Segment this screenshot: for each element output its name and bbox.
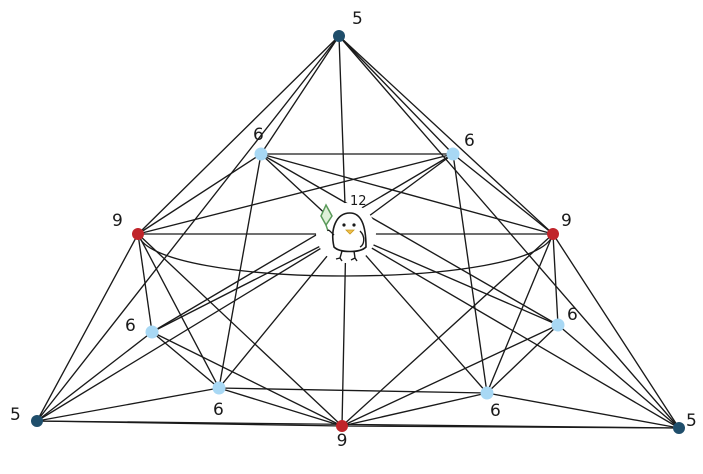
node-label-lower-right: 6 [490, 401, 501, 421]
edge-bottom-mid-right-lower [341, 324, 559, 427]
node-label-lower-left: 6 [213, 400, 224, 420]
bird-foot-left [335, 250, 343, 262]
edge-lower-left-lower-right [218, 387, 488, 394]
edge-right-lower-lower-right [486, 324, 559, 394]
edge-bottom-mid-lower-left [218, 387, 343, 427]
edge-right-mid-right-lower [552, 233, 559, 326]
node-lower-right [480, 386, 494, 400]
edge-top-center [338, 35, 347, 234]
bird-arm [327, 229, 335, 236]
node-left-lower [145, 325, 159, 339]
edge-bottom-mid-lower-right [341, 392, 488, 427]
edge-left-mid-upper-left [137, 153, 262, 235]
edge-left-mid-lower-left [137, 233, 220, 389]
edge-right-lower-center [345, 232, 559, 326]
node-upper-right [446, 147, 460, 161]
edge-left-mid-left-lower [137, 233, 153, 333]
edge-bottom-left-center [36, 232, 347, 422]
edge-bottom-left-left-lower [36, 331, 153, 422]
edge-top-left-mid [137, 35, 340, 235]
edge-left-lower-center [151, 232, 347, 333]
node-label-upper-right: 6 [464, 131, 475, 151]
edge-lower-right-center [345, 232, 488, 394]
bird-icon [316, 203, 376, 263]
edge-right-mid-upper-right [452, 153, 554, 235]
edge-top-upper-right [338, 35, 454, 155]
edge-bottom-left-bottom-mid [36, 420, 343, 427]
edge-left-mid-upper-right [137, 153, 454, 235]
edge-left-mid-bottom-mid [137, 233, 343, 427]
bird-eye-left [342, 223, 346, 227]
node-label-bottom-left: 5 [10, 405, 21, 425]
node-label-left-lower: 6 [125, 316, 136, 336]
node-label-bottom-mid: 9 [337, 431, 348, 451]
node-label-right-lower: 6 [567, 305, 578, 325]
edge-bottom-mid-left-lower [151, 331, 343, 427]
edge-right-mid-lower-right [486, 233, 554, 394]
edge-right-mid-upper-left [260, 153, 554, 235]
edge-bottom-left-left-mid [36, 233, 139, 422]
edge-bottom-right-right-lower [557, 324, 680, 429]
node-left-mid [132, 228, 144, 240]
nodes [31, 30, 685, 434]
edge-top-upper-left [260, 35, 340, 155]
edge-upper-right-left-lower [151, 153, 454, 333]
edge-bottom-right-lower-right [486, 392, 680, 429]
edge-bottom-mid-center [341, 232, 347, 427]
node-right-mid [547, 228, 559, 240]
node-top [333, 30, 345, 42]
node-label-bottom-right: 5 [686, 411, 697, 431]
center-ellipse-edge [137, 233, 554, 277]
edge-right-mid-bottom-mid [341, 233, 554, 427]
edge-top-right-mid [338, 35, 554, 235]
edge-upper-right-lower-right [452, 153, 488, 394]
edge-bottom-left-lower-left [36, 387, 220, 422]
node-upper-left [254, 147, 268, 161]
edge-top-bottom-left [36, 35, 340, 422]
node-label-upper-left: 6 [253, 125, 264, 145]
bird-beak [345, 229, 355, 235]
edge-upper-left-right-lower [260, 153, 559, 326]
node-label-top: 5 [352, 9, 363, 29]
edges [36, 35, 680, 429]
node-label-right-mid: 9 [561, 211, 572, 231]
edge-left-lower-lower-left [151, 331, 220, 389]
node-bottom-left [31, 415, 43, 427]
edge-lower-left-center [218, 232, 347, 389]
bird-eye-right [352, 223, 356, 227]
edge-bottom-right-right-mid [552, 233, 680, 429]
node-bottom-mid [336, 420, 348, 432]
labels: 5 5 5 9 9 9 6 6 6 6 6 6 12 [10, 9, 697, 451]
node-right-lower [551, 318, 565, 332]
node-label-center: 12 [350, 194, 367, 209]
node-label-left-mid: 9 [112, 211, 123, 231]
node-bottom-right [673, 422, 685, 434]
edge-bottom-right-bottom-mid [341, 425, 680, 429]
bird-wing [359, 230, 365, 248]
bird-foot-right [350, 250, 358, 262]
node-lower-left [212, 381, 226, 395]
edge-top-bottom-right [338, 35, 680, 429]
